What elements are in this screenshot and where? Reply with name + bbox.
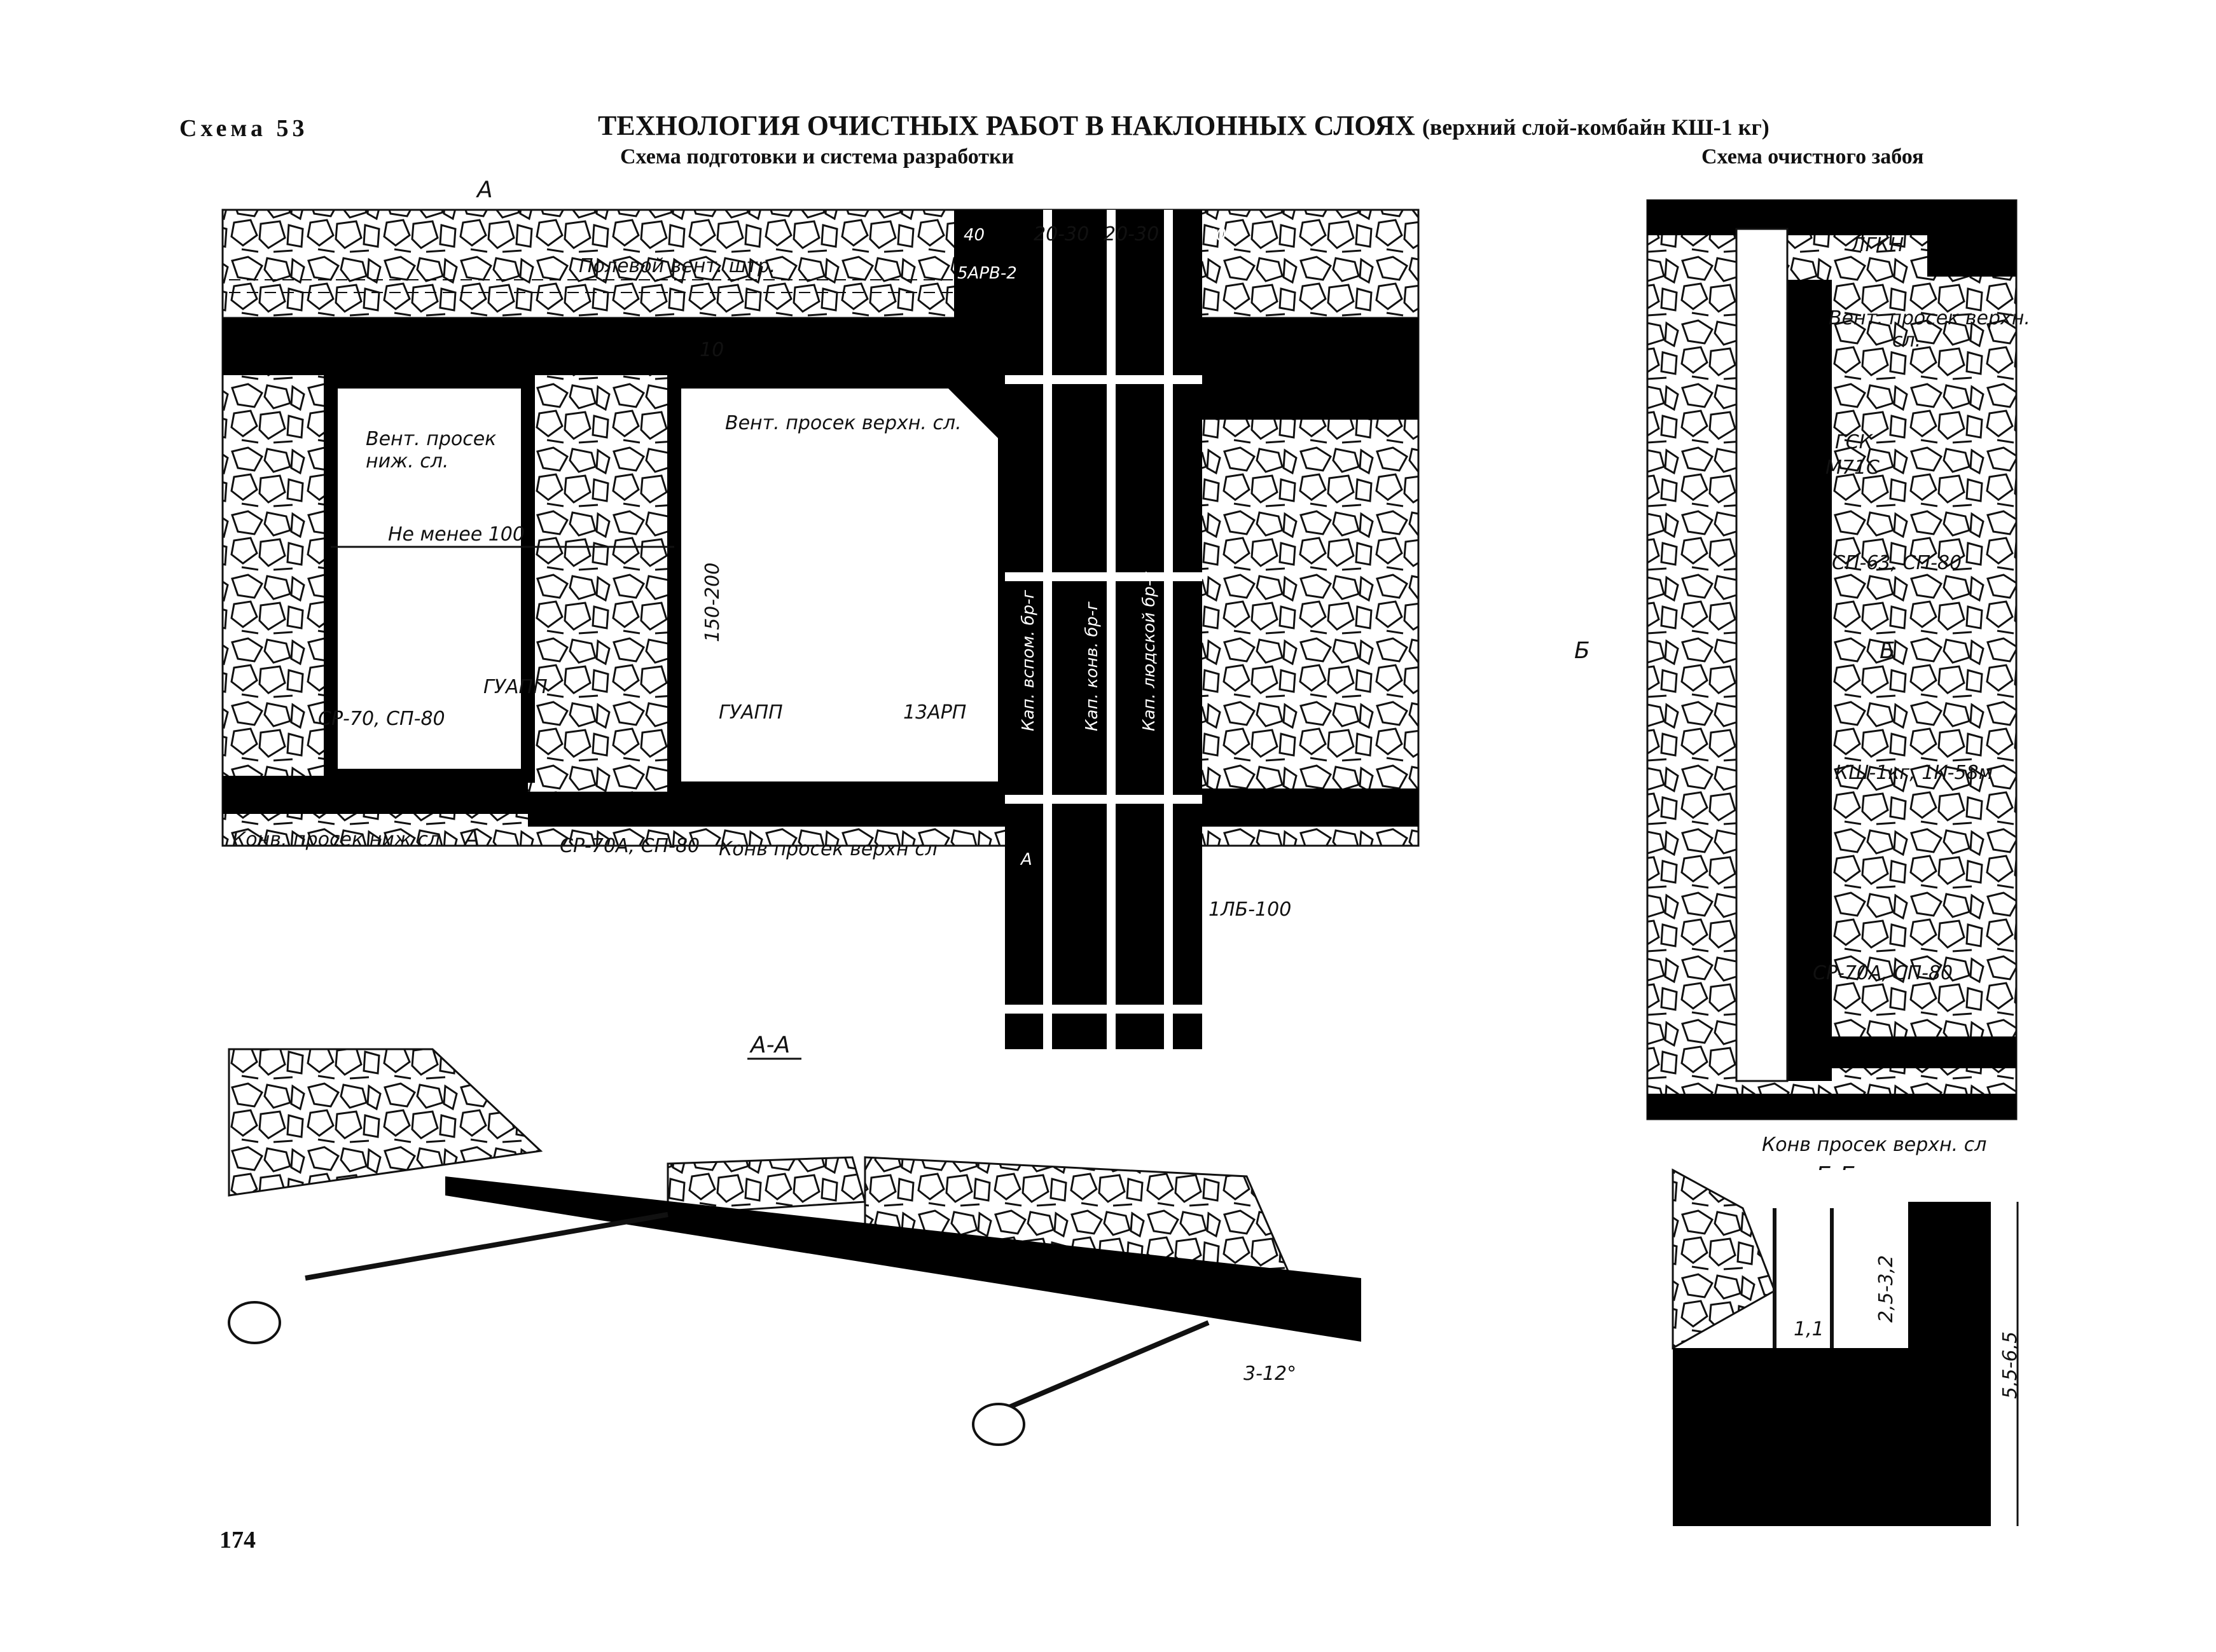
label-field-vent: Полевой вент. штр. <box>579 255 775 277</box>
section-bb: Б-Б 2,5-3,2 5,5-6,5 1,1 <box>1672 1162 2021 1526</box>
scheme-number: Схема 53 <box>179 115 308 142</box>
label-vent-upper-face-2: сл. <box>1892 329 1921 352</box>
page-number: 174 <box>219 1527 256 1553</box>
label-dim-width: 1,1 <box>1794 1318 1824 1340</box>
section-aa: А-А 3-12° <box>228 1032 1361 1446</box>
label-conv-upper: Конв просек верхн сл <box>719 838 938 860</box>
label-vent-lower-2: ниж. сл. <box>366 450 448 472</box>
label-guapp-left: ГУАПП <box>483 676 548 698</box>
label-dim-10: 10 <box>700 339 724 361</box>
label-sec-a-mid: А <box>1020 850 1032 869</box>
label-dim-40b: 40 <box>1205 226 1226 245</box>
label-conv-lower: Конв. просек ниж сл <box>232 829 440 851</box>
label-sr70a: СР-70А, СП-80 <box>560 835 700 857</box>
subtitle-left: Схема подготовки и система разработки <box>620 145 1015 169</box>
label-sec-a-bottom: А <box>463 825 480 851</box>
label-m71s: М71С <box>1825 457 1880 479</box>
label-arp13: 13АРП <box>903 701 966 724</box>
label-vent-lower: Вент. просек <box>366 428 496 450</box>
label-distance: 150-200 <box>702 563 724 642</box>
page-title: ТЕХНОЛОГИЯ ОЧИСТНЫХ РАБОТ В НАКЛОННЫХ СЛ… <box>598 109 1769 142</box>
coal-face-band <box>1787 280 1832 1081</box>
label-sr70: СР-70, СП-80 <box>318 708 445 730</box>
plan-view: Полевой вент. штр. 5АРВ-2 40 20-30 20-30… <box>221 177 1420 1049</box>
label-dim-total: 5,5-6,5 <box>1999 1332 2021 1399</box>
upper-slice-panel <box>667 375 1012 795</box>
lower-slice-panel <box>324 375 535 783</box>
label-dim-height: 2,5-3,2 <box>1875 1255 1897 1323</box>
label-ksh: КШ-1кг, 1К-58м <box>1835 762 1993 784</box>
label-not-less: Не менее 100 <box>388 523 525 546</box>
title-paren: (верхний слой-комбайн КШ-1 кг) <box>1422 114 1769 140</box>
label-sr70a-face: СР-70А, СП-80 <box>1813 962 1953 984</box>
tunnel-left-aa <box>228 1301 281 1344</box>
roadway-upper-aa <box>305 1212 668 1281</box>
label-dim-40a: 40 <box>964 226 985 245</box>
label-kap-aux: Кап. вспом. бр-г <box>1019 589 1038 731</box>
label-sp63: СП-63, СП-80 <box>1832 552 1962 574</box>
label-dim-2030a: 20-30 <box>1034 223 1089 245</box>
label-lb100: 1ЛБ-100 <box>1208 898 1291 921</box>
rock-aa-left <box>228 1048 543 1197</box>
tunnel-right-aa <box>972 1403 1025 1446</box>
label-gsk: ГСК <box>1835 431 1874 453</box>
section-aa-title: А-А <box>749 1032 790 1058</box>
subtitle-right: Схема очистного забоя <box>1701 145 1924 169</box>
label-arv: 5АРВ-2 <box>957 264 1017 283</box>
title-main: ТЕХНОЛОГИЯ ОЧИСТНЫХ РАБОТ В НАКЛОННЫХ СЛ… <box>598 110 1415 141</box>
label-conv-upper-face: Конв просек верхн. сл <box>1762 1134 1986 1156</box>
label-vent-upper: Вент. просек верхн. сл. <box>725 412 962 434</box>
label-angle: 3-12° <box>1243 1363 1296 1385</box>
coal-bb-bottom <box>1673 1348 1991 1526</box>
coal-seam-aa <box>445 1176 1361 1342</box>
field-vent-drift <box>221 209 1420 319</box>
label-kap-conv: Кап. конв. бр-г <box>1083 602 1102 731</box>
roadway-lower-aa <box>997 1320 1210 1414</box>
label-b-left: Б <box>1574 638 1590 664</box>
label-sec-a-top: А <box>476 177 493 203</box>
face-scheme: ЛГКН Вент. просек верхн. сл. ГСК М71С СП… <box>1574 199 2030 1156</box>
label-b-right: Б <box>1880 638 1895 664</box>
label-kap-people: Кап. людской бр-г <box>1140 572 1159 731</box>
support-face <box>1735 228 1789 1082</box>
label-dim-2030b: 20-30 <box>1104 223 1159 245</box>
label-vent-upper-face-1: Вент. просек верхн. <box>1829 307 2030 329</box>
label-guapp-mid: ГУАПП <box>719 701 783 724</box>
coal-bb-right <box>1908 1202 1991 1348</box>
label-lgkn: ЛГКН <box>1850 234 1904 256</box>
